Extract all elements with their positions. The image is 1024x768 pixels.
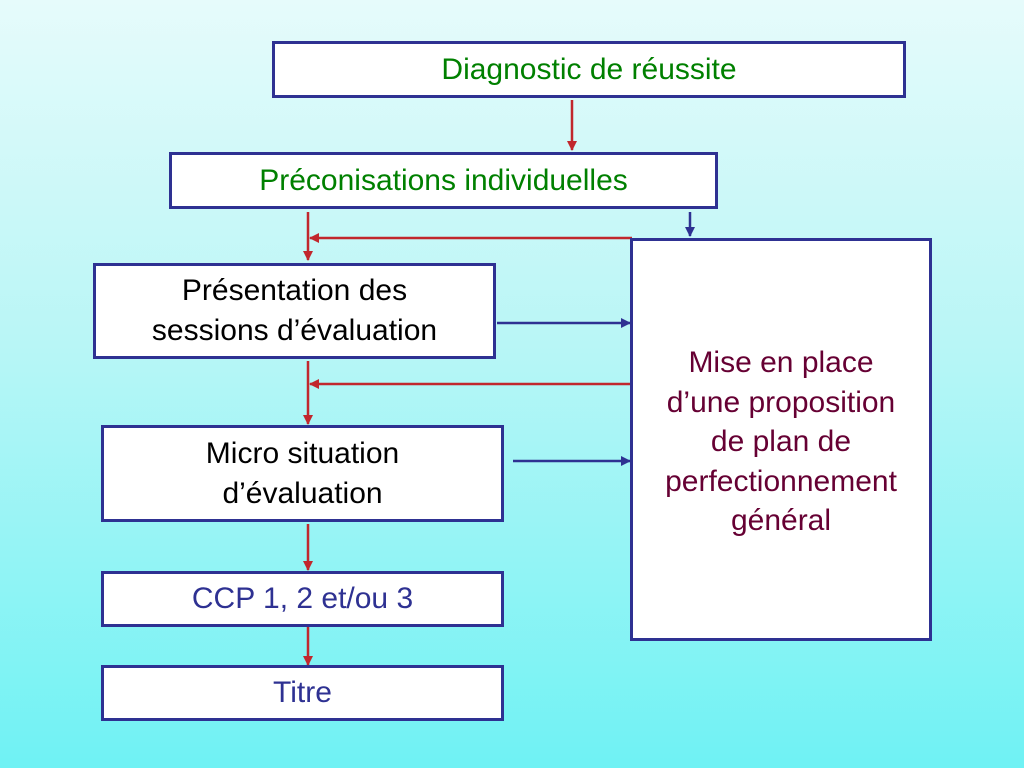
node-micro-line-1: Micro situation xyxy=(205,436,400,470)
node-mise-en-place-line-1: Mise en place xyxy=(688,346,874,379)
node-mise-en-place: Mise en place d’une proposition de plan … xyxy=(630,238,932,641)
node-micro-line-2: d’évaluation xyxy=(222,476,383,510)
node-titre-label: Titre xyxy=(273,676,332,710)
node-diagnostic-de-reussite: Diagnostic de réussite xyxy=(272,41,906,98)
node-ccp-label: CCP 1, 2 et/ou 3 xyxy=(191,582,414,616)
node-micro-situation: Micro situation d’évaluation xyxy=(101,425,504,522)
node-mise-en-place-line-2: d’une proposition xyxy=(666,385,896,419)
node-diagnostic-label: Diagnostic de réussite xyxy=(441,52,737,86)
node-preconisations-individuelles: Préconisations individuelles xyxy=(169,152,718,209)
node-mise-en-place-line-5: général xyxy=(730,504,832,538)
node-presentation-des-sessions: Présentation des sessions d’évaluation xyxy=(93,263,496,359)
node-mise-en-place-line-3: de plan de xyxy=(710,425,852,459)
node-preconisations-label: Préconisations individuelles xyxy=(259,163,628,197)
node-titre: Titre xyxy=(101,665,504,721)
node-presentation-line-2: sessions d’évaluation xyxy=(151,314,438,347)
node-presentation-line-1: Présentation des xyxy=(181,274,408,308)
node-mise-en-place-line-4: perfectionnement xyxy=(665,464,897,498)
node-ccp: CCP 1, 2 et/ou 3 xyxy=(101,571,504,627)
